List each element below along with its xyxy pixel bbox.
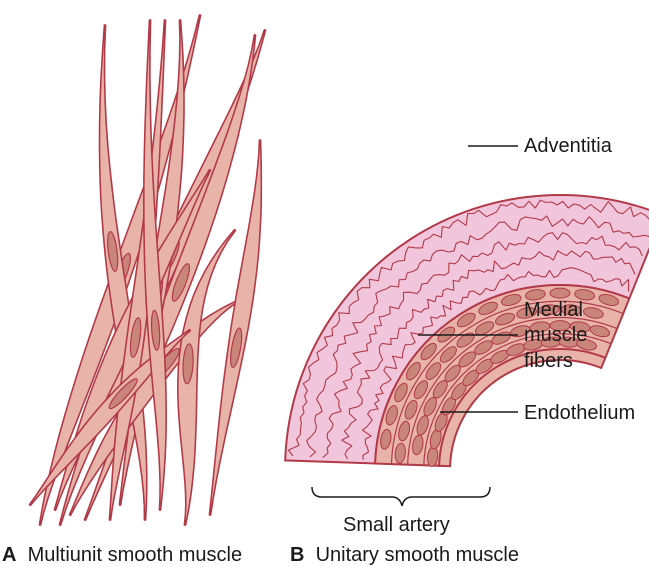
muscle-cell-nucleus bbox=[516, 307, 537, 319]
muscle-cell-nucleus bbox=[385, 405, 398, 426]
muscle-fiber bbox=[143, 19, 167, 511]
brace bbox=[311, 486, 491, 507]
muscle-fiber bbox=[28, 328, 192, 507]
muscle-cell-nucleus bbox=[405, 361, 421, 381]
fiber-nucleus bbox=[230, 327, 243, 369]
label-endothelium: Endothelium bbox=[524, 402, 636, 424]
caption-b-text: Unitary smooth muscle bbox=[315, 544, 519, 566]
label-fibers: fibers bbox=[524, 350, 573, 372]
muscle-cell-nucleus bbox=[394, 442, 406, 464]
medial-muscle-cells bbox=[380, 287, 624, 468]
muscle-cell-nucleus bbox=[380, 428, 392, 450]
muscle-cell-nucleus bbox=[456, 332, 475, 348]
muscle-fiber bbox=[208, 139, 263, 516]
small-artery-cross-section bbox=[284, 194, 649, 468]
muscle-cell-nucleus bbox=[538, 304, 560, 316]
muscle-cell-nucleus bbox=[404, 399, 418, 420]
muscle-cell-nucleus bbox=[598, 293, 620, 307]
fiber-nucleus bbox=[171, 263, 191, 302]
label-small-artery: Small artery bbox=[343, 514, 450, 536]
muscle-cell-nucleus bbox=[398, 420, 411, 442]
muscle-cell-nucleus bbox=[583, 307, 604, 319]
muscle-cell-nucleus bbox=[560, 304, 582, 316]
muscle-cell-nucleus bbox=[420, 342, 437, 361]
multiunit-muscle-bundle bbox=[28, 14, 267, 527]
label-medial: Medial bbox=[524, 299, 583, 321]
muscle-cell-nucleus bbox=[474, 321, 495, 336]
muscle-cell-nucleus bbox=[524, 289, 546, 301]
muscle-cell-nucleus bbox=[576, 338, 597, 351]
fiber-nucleus bbox=[107, 231, 119, 272]
muscle-cell-nucleus bbox=[549, 287, 571, 299]
muscle-cell-nucleus bbox=[500, 293, 522, 307]
muscle-cell-nucleus bbox=[478, 301, 498, 316]
muscle-cell-nucleus bbox=[495, 312, 516, 326]
endothelium-layer bbox=[438, 348, 607, 468]
fiber-nucleus bbox=[150, 309, 161, 351]
fiber-nucleus bbox=[129, 317, 142, 358]
muscle-cell-nucleus bbox=[574, 289, 596, 301]
caption-a: A Multiunit smooth muscle bbox=[2, 543, 242, 567]
caption-b: B Unitary smooth muscle bbox=[290, 543, 519, 567]
caption-a-letter: A bbox=[2, 544, 17, 566]
muscle-cell-nucleus bbox=[589, 325, 611, 338]
fiber-nucleus bbox=[108, 378, 138, 410]
muscle-cell-nucleus bbox=[425, 362, 442, 381]
collagen-squiggles bbox=[287, 199, 649, 460]
muscle-cell-nucleus bbox=[439, 346, 457, 363]
caption-b-letter: B bbox=[290, 544, 305, 566]
caption-a-text: Multiunit smooth muscle bbox=[27, 544, 243, 566]
muscle-cell-nucleus bbox=[394, 382, 408, 403]
muscle-cell-nucleus bbox=[456, 312, 476, 328]
muscle-fiber bbox=[177, 228, 237, 526]
label-muscle: muscle bbox=[524, 324, 588, 346]
label-adventitia: Adventitia bbox=[524, 135, 612, 157]
leader-lines bbox=[311, 145, 518, 507]
fiber-nucleus bbox=[182, 343, 194, 385]
muscle-cell-nucleus bbox=[413, 380, 429, 400]
